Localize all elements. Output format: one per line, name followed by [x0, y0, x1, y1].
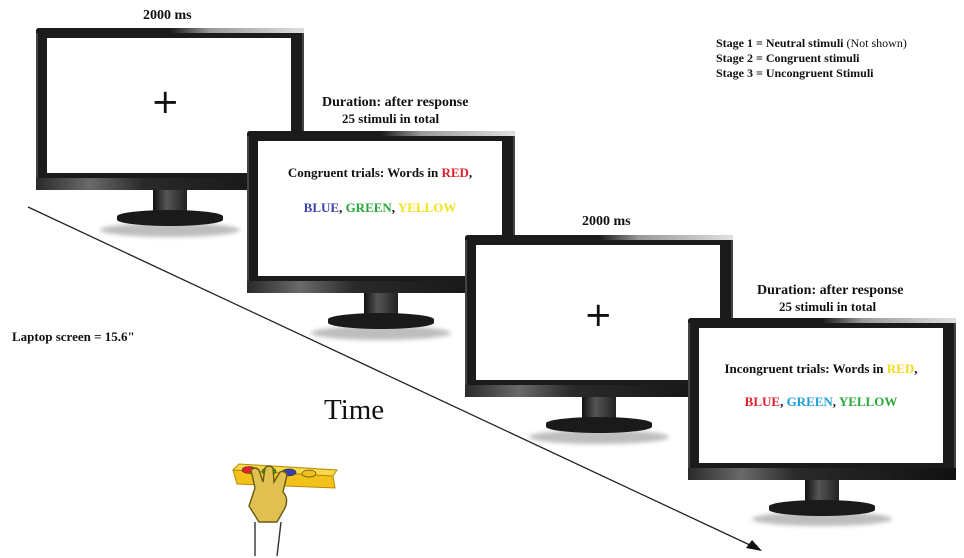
laptop-screen-label: Laptop screen = 15.6" [12, 329, 135, 344]
fixation-cross: + [584, 295, 613, 335]
trial-red-word: RED [886, 361, 915, 376]
legend-item-note: (Not shown) [843, 36, 907, 50]
color-word-green: GREEN [345, 200, 392, 215]
response-pad-hand-icon [231, 463, 338, 557]
color-word-yellow: YELLOW [838, 394, 898, 409]
time-label: Time [324, 394, 385, 426]
color-word-blue: BLUE [744, 394, 781, 409]
trial-prefix: Incongruent trials: Words in [724, 361, 887, 376]
fixation-cross: + [151, 82, 180, 122]
incongruent-trial-text: Incongruent trials: Words in RED, [699, 361, 943, 377]
legend-item: Stage 1 = Neutral stimuli (Not shown) [716, 36, 907, 51]
trial-comma: , [468, 165, 473, 180]
congruent-trial-text: Congruent trials: Words in RED, [258, 165, 502, 181]
stage-legend: Stage 1 = Neutral stimuli (Not shown)Sta… [716, 36, 907, 81]
trial-comma: , [914, 361, 918, 376]
legend-item-title: Stage 1 = Neutral stimuli [716, 36, 844, 50]
monitor2-stimuli-count: 25 stimuli in total [342, 111, 440, 126]
monitor1-duration-label: 2000 ms [143, 8, 192, 23]
monitor2-duration-label: Duration: after response [322, 95, 469, 110]
monitor-4: Incongruent trials: Words in RED, BLUE, … [688, 318, 956, 480]
response-button [301, 469, 317, 478]
legend-item-title: Stage 3 = Uncongruent Stimuli [716, 66, 874, 80]
monitor4-duration-label: Duration: after response [757, 283, 904, 298]
word-separator: , [339, 200, 346, 215]
legend-item-title: Stage 2 = Congruent stimuli [716, 51, 860, 65]
color-word-blue: BLUE [303, 200, 340, 215]
legend-item: Stage 3 = Uncongruent Stimuli [716, 66, 907, 81]
monitor4-stimuli-count: 25 stimuli in total [779, 299, 877, 314]
word-separator: , [391, 200, 398, 215]
word-separator: , [780, 394, 787, 409]
color-word-green: GREEN [786, 394, 833, 409]
trial-red-word: RED [441, 165, 469, 180]
congruent-color-words: BLUE, GREEN, YELLOW [258, 200, 502, 216]
trial-prefix: Congruent trials: Words in [287, 165, 442, 180]
incongruent-color-words: BLUE, GREEN, YELLOW [699, 394, 943, 410]
word-separator: , [832, 394, 839, 409]
monitor3-duration-label: 2000 ms [582, 214, 631, 229]
color-word-yellow: YELLOW [397, 200, 457, 215]
legend-item: Stage 2 = Congruent stimuli [716, 51, 907, 66]
